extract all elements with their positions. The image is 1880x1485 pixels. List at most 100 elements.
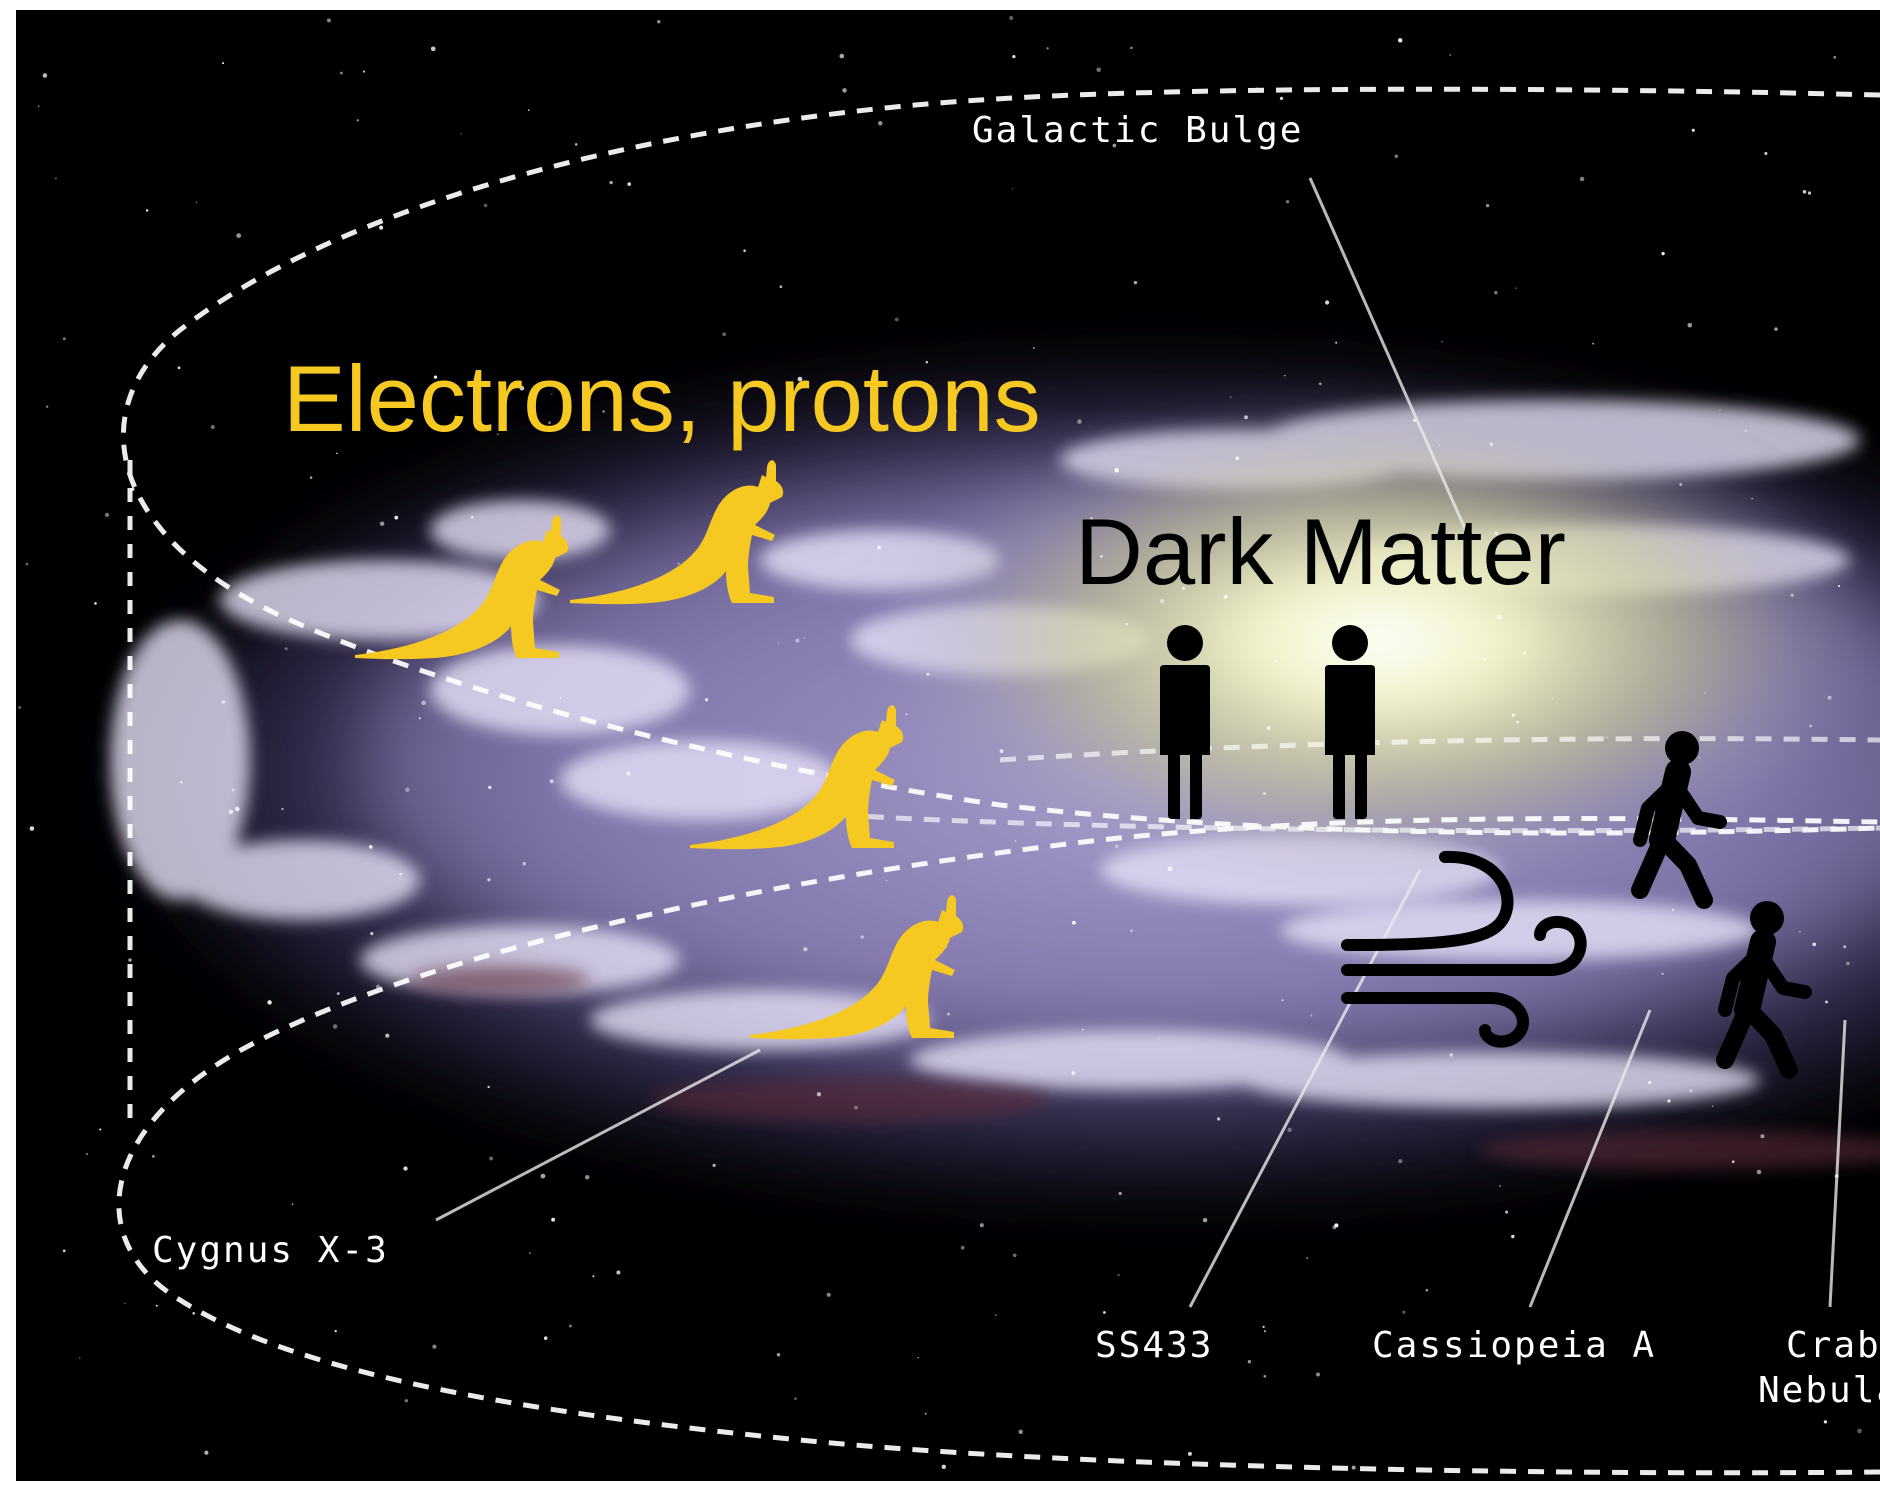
star: [657, 20, 661, 24]
cosmic-rays-label: Electrons, protons: [283, 346, 1041, 451]
star: [25, 562, 29, 566]
star: [816, 1092, 822, 1097]
star: [1661, 972, 1664, 976]
star: [99, 1128, 102, 1131]
star: [1096, 67, 1101, 73]
star: [1112, 143, 1117, 148]
star: [941, 1464, 947, 1470]
star: [1334, 1223, 1339, 1228]
star: [1279, 96, 1284, 101]
star: [999, 749, 1004, 753]
dashed-outlines: [116, 86, 1880, 1476]
star: [379, 225, 384, 230]
star: [1846, 961, 1850, 966]
star: [743, 249, 746, 253]
walking-people: [1631, 731, 1812, 1079]
star: [592, 1275, 595, 1278]
star: [1661, 251, 1665, 256]
star: [1522, 651, 1527, 655]
star: [905, 713, 908, 715]
star: [1310, 1014, 1313, 1017]
star: [430, 46, 436, 52]
star: [917, 1357, 919, 1359]
star: [1499, 1184, 1502, 1188]
star: [584, 1174, 590, 1180]
star: [1744, 429, 1747, 433]
upper-lobe-outline: [120, 86, 1880, 836]
star: [979, 1223, 984, 1228]
star: [826, 1292, 831, 1297]
star: [1438, 444, 1441, 446]
star: [1494, 531, 1498, 536]
star: [1398, 38, 1403, 43]
star: [1441, 340, 1443, 343]
crab-leader: [1828, 1019, 1847, 1308]
star: [284, 647, 288, 651]
star: [1485, 203, 1490, 208]
star: [1318, 382, 1322, 386]
star: [236, 233, 242, 238]
star: [1275, 659, 1278, 663]
star: [1285, 200, 1290, 204]
dark-matter-people: [1160, 625, 1375, 819]
star: [192, 1312, 195, 1315]
star: [334, 1329, 337, 1333]
star: [1760, 1134, 1765, 1139]
star: [946, 1012, 951, 1016]
star: [124, 1302, 126, 1305]
star: [267, 1000, 272, 1005]
star: [1114, 467, 1119, 473]
star: [854, 1105, 858, 1110]
star: [231, 788, 235, 792]
star: [1691, 128, 1695, 132]
star: [1187, 1451, 1192, 1456]
star: [1103, 1311, 1106, 1314]
star: [210, 424, 215, 430]
star: [1216, 1117, 1221, 1121]
crab-label-line1: Crab: [1786, 1325, 1880, 1366]
star: [551, 393, 553, 395]
star: [1648, 1080, 1652, 1085]
star: [336, 992, 340, 996]
star: [1812, 942, 1817, 947]
star: [549, 779, 554, 784]
star: [1262, 1325, 1265, 1329]
star: [281, 807, 284, 811]
star: [1167, 866, 1173, 872]
star: [336, 452, 338, 455]
star: [1394, 154, 1398, 158]
star: [953, 409, 957, 413]
star: [1731, 1160, 1735, 1164]
star: [1671, 908, 1674, 911]
dark-matter-label: Dark Matter: [1075, 499, 1566, 604]
star: [460, 133, 463, 135]
star: [94, 602, 97, 605]
star: [54, 177, 57, 180]
star: [79, 1357, 81, 1359]
star: [221, 699, 226, 704]
star: [1511, 1234, 1515, 1239]
star: [894, 317, 899, 322]
star: [878, 121, 883, 126]
star: [842, 88, 847, 93]
star: [432, 1344, 437, 1349]
star: [779, 285, 783, 289]
star: [1802, 190, 1807, 194]
star: [204, 1450, 209, 1455]
star: [356, 119, 359, 122]
star: [1012, 188, 1014, 190]
star: [1461, 631, 1463, 634]
star: [797, 376, 803, 382]
star: [1072, 920, 1076, 925]
star: [1689, 1089, 1693, 1093]
star: [860, 935, 864, 939]
star: [433, 375, 438, 379]
star: [1679, 482, 1683, 486]
star: [488, 785, 492, 790]
cassiopeia-label: Cassiopeia A: [1372, 1325, 1657, 1366]
star: [1751, 497, 1753, 500]
star: [1825, 1000, 1828, 1004]
star: [1704, 692, 1707, 694]
